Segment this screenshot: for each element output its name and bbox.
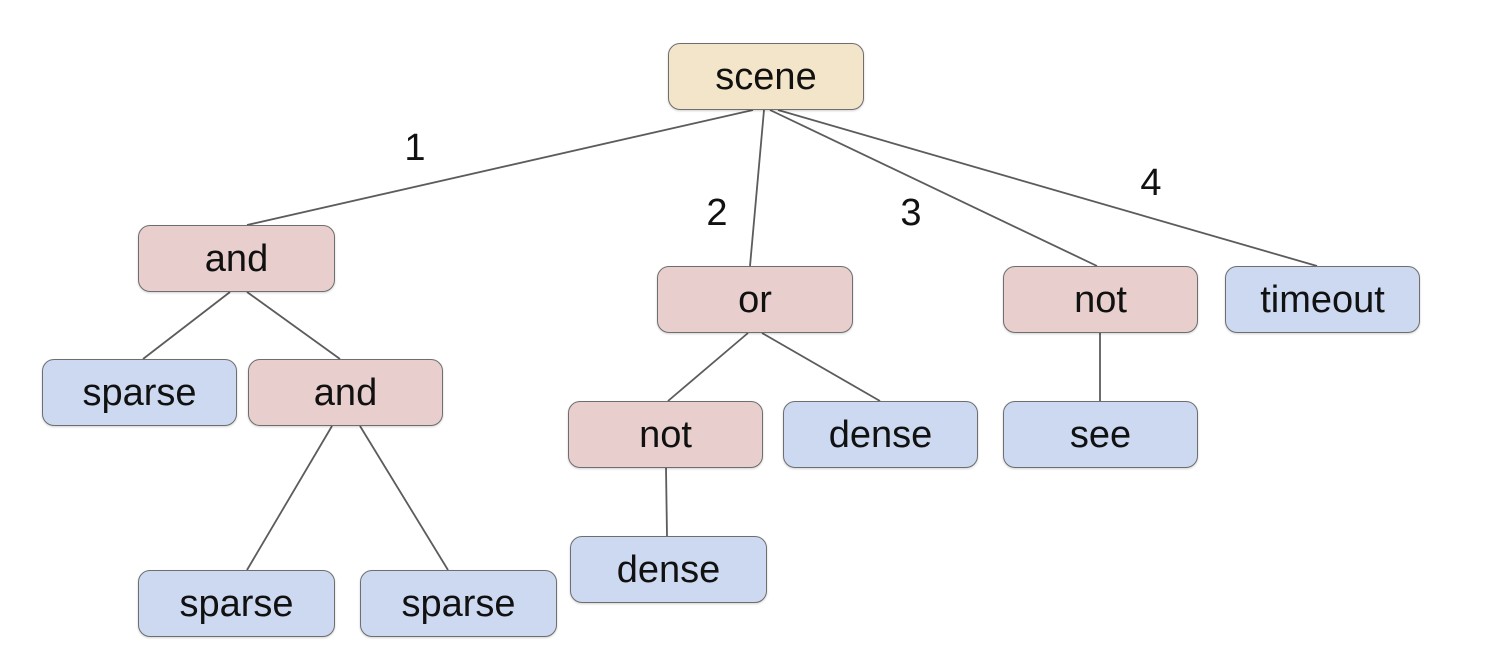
edge-and-sparse (142, 291, 231, 360)
node-and-2: and (248, 359, 443, 426)
node-dense-2: dense (570, 536, 767, 603)
node-not-mid: not (568, 401, 763, 468)
edge-scene-or (749, 109, 765, 267)
edge-scene-timeout (777, 109, 1318, 267)
node-see: see (1003, 401, 1198, 468)
edge-label-1: 1 (404, 127, 426, 169)
edge-label-2: 2 (706, 192, 728, 234)
node-and-1: and (138, 225, 335, 292)
node-timeout: timeout (1225, 266, 1420, 333)
node-sparse-3: sparse (360, 570, 557, 637)
edge-and2-sparse (246, 425, 333, 571)
edge-label-4: 4 (1140, 162, 1162, 204)
edge-scene-not (769, 109, 1098, 267)
node-not-right: not (1003, 266, 1198, 333)
edge-label-3: 3 (900, 192, 922, 234)
edge-and2-sparse2 (359, 425, 449, 571)
node-dense-1: dense (783, 401, 978, 468)
edge-or-not (667, 332, 749, 402)
edge-or-dense (761, 332, 881, 402)
node-sparse-2: sparse (138, 570, 335, 637)
edge-scene-and (246, 109, 754, 226)
node-sparse-1: sparse (42, 359, 237, 426)
node-scene: scene (668, 43, 864, 110)
edge-and-and (246, 291, 341, 360)
node-or: or (657, 266, 853, 333)
edge-not-dense (665, 467, 668, 537)
